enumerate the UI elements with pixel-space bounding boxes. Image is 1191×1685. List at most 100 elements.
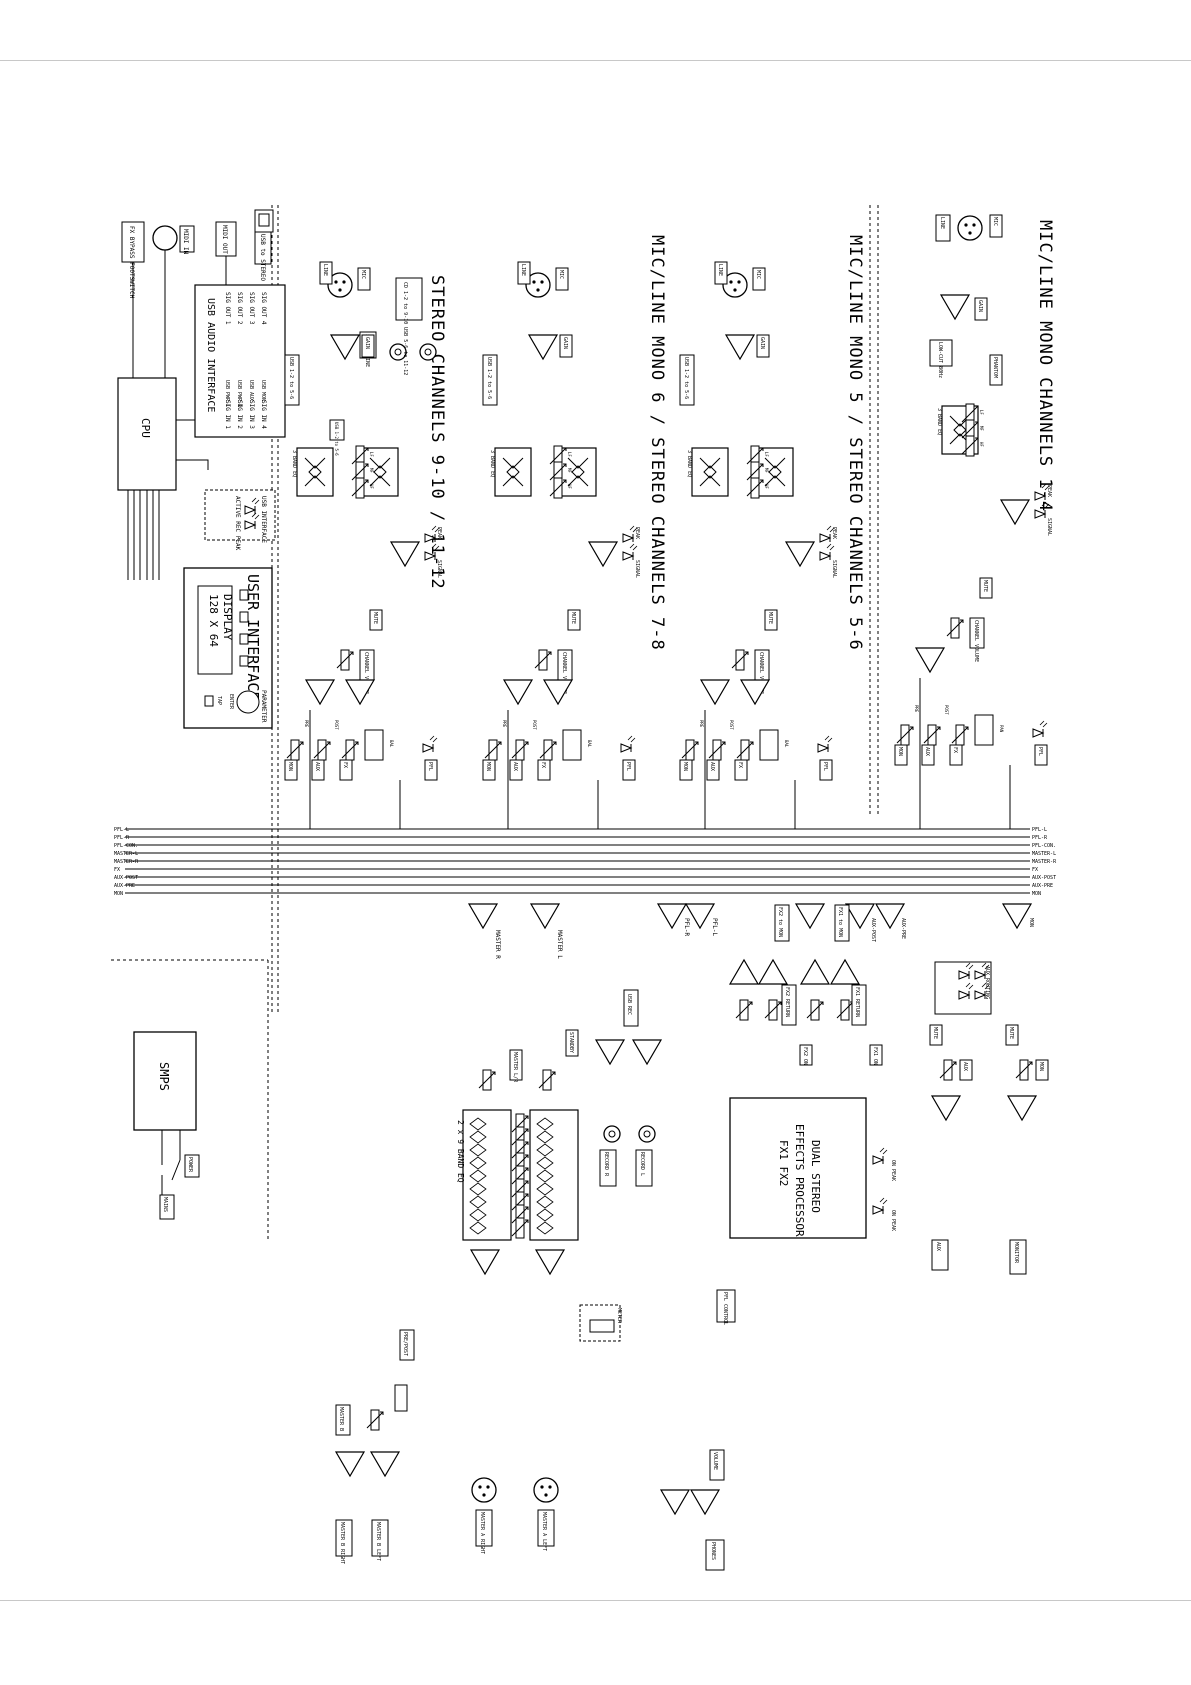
eq-band-label: LF bbox=[567, 452, 572, 457]
geq-band bbox=[536, 1169, 554, 1183]
usb-sig-out-4: SIG OUT 4 bbox=[260, 292, 267, 325]
geq-band bbox=[536, 1156, 554, 1170]
svg-text:AUX-POST: AUX-POST bbox=[870, 918, 876, 942]
monitor-label: MONITOR bbox=[1013, 1242, 1019, 1264]
fx-box-label: FX bbox=[540, 762, 546, 768]
mon-send-pot bbox=[484, 739, 502, 761]
geq-band bbox=[536, 1182, 554, 1196]
record-r-label: RECORD R bbox=[603, 1152, 609, 1177]
svg-text:MASTER L/R: MASTER L/R bbox=[512, 1052, 518, 1083]
pfl-box-label: PFL bbox=[822, 762, 828, 771]
gain-box bbox=[559, 334, 573, 358]
svg-text:PARAMETER: PARAMETER bbox=[260, 690, 267, 723]
mic-input-box-label: MIC bbox=[992, 217, 998, 226]
volume-amp bbox=[305, 679, 335, 705]
svg-text:USB to STEREO: USB to STEREO bbox=[259, 234, 266, 281]
channel-volume-pot bbox=[336, 649, 354, 671]
display-label: DISPLAY bbox=[221, 594, 234, 641]
mic-xlr-connector bbox=[957, 215, 983, 241]
usb-sig-out-2: SIG OUT 2 bbox=[236, 292, 243, 325]
signal-led bbox=[819, 543, 835, 561]
pan-label: BAL bbox=[587, 740, 592, 748]
mon-box-label: MON bbox=[897, 747, 903, 756]
svg-text:FX1 ON: FX1 ON bbox=[872, 1047, 878, 1065]
post-label: POST bbox=[532, 720, 537, 730]
line-input-box-label: LINE bbox=[322, 264, 328, 276]
usb-connector: USB to STEREO bbox=[254, 209, 274, 281]
pfl-control-label: PFL CONTROL bbox=[722, 1292, 728, 1325]
svg-text:ON PEAK: ON PEAK bbox=[890, 1210, 896, 1231]
eq-label: 3 BAND EQ bbox=[936, 408, 942, 435]
mon-box-label: MON bbox=[485, 762, 491, 771]
pfl-led bbox=[817, 735, 833, 753]
bus-label-right: PFL-L bbox=[1032, 827, 1047, 833]
pre-label: PRE bbox=[914, 705, 919, 713]
svg-text:STANDBY: STANDBY bbox=[568, 1032, 574, 1053]
mic-input-box bbox=[357, 267, 371, 291]
svg-text:FX1 to MON: FX1 to MON bbox=[837, 907, 843, 937]
section-title-mono-6: MIC/LINE MONO 6 / STEREO CHANNELS 7-8 bbox=[647, 235, 667, 651]
gain-box-label: GAIN bbox=[364, 337, 370, 349]
eq-band-label: MF bbox=[567, 468, 572, 473]
svg-text:USB REC: USB REC bbox=[626, 994, 632, 1015]
geq-band bbox=[536, 1143, 554, 1157]
phantom-box bbox=[989, 354, 1003, 386]
svg-text:USB MON: USB MON bbox=[260, 380, 266, 401]
bus-label-right: MASTER-R bbox=[1032, 859, 1057, 865]
pre-label: PRE bbox=[304, 720, 309, 728]
svg-text:MUTE: MUTE bbox=[1008, 1027, 1014, 1039]
fx-box-label: FX bbox=[952, 747, 958, 753]
peak-label: PEAK bbox=[1046, 485, 1052, 497]
mute-box-label: MUTE bbox=[982, 580, 988, 592]
gain-box bbox=[756, 334, 770, 358]
svg-text:MON: MON bbox=[1028, 918, 1034, 927]
bus-label-left: MON bbox=[114, 891, 123, 897]
svg-text:CPU: CPU bbox=[139, 418, 152, 438]
strip-wire bbox=[919, 678, 1011, 829]
eq-block bbox=[361, 447, 399, 497]
channel-volume-box bbox=[969, 617, 985, 649]
line-input-box-label: LINE bbox=[717, 264, 723, 276]
svg-text:USB PWR L: USB PWR L bbox=[224, 380, 230, 407]
mic-input-box bbox=[555, 267, 569, 291]
peak-label: PEAK bbox=[436, 527, 442, 539]
master-l-label: MASTER L bbox=[556, 930, 563, 959]
bus-label-right: MASTER-L bbox=[1032, 851, 1056, 857]
svg-text:MAINS: MAINS bbox=[162, 1197, 168, 1212]
svg-text:MASTER B LEFT: MASTER B LEFT bbox=[375, 1522, 381, 1561]
eq-label: 3 BAND EQ bbox=[291, 450, 297, 477]
mute-box bbox=[567, 609, 581, 631]
post-label: POST bbox=[729, 720, 734, 730]
fx-processor-line-1: DUAL STEREO bbox=[809, 1140, 822, 1213]
svg-text:FX2 to MON: FX2 to MON bbox=[777, 907, 783, 937]
pan-label: PAN bbox=[999, 725, 1004, 733]
fx-processor-line-3: FX1 FX2 bbox=[777, 1140, 790, 1186]
pan-box bbox=[562, 729, 582, 761]
usb-sig-in-2: SIG IN 2 bbox=[236, 400, 243, 429]
channel-volume-box-label: CHANNEL VOLUME bbox=[561, 652, 567, 694]
mon-box-label: MON bbox=[682, 762, 688, 771]
mute-box bbox=[369, 609, 383, 631]
pan-box bbox=[364, 729, 384, 761]
usb-sig-in-1: SIG IN 1 bbox=[224, 400, 231, 429]
mic-input-box-label: MIC bbox=[755, 270, 761, 279]
svg-text:POWER: POWER bbox=[187, 1157, 193, 1173]
pan-box bbox=[974, 714, 994, 746]
pan-label: BAL bbox=[389, 740, 394, 748]
geq-band bbox=[469, 1208, 487, 1222]
channel-volume-pot bbox=[946, 617, 964, 639]
bus-label-left: FX bbox=[114, 867, 120, 873]
pfl-l-label: PFL-L bbox=[711, 918, 718, 936]
pfl-box bbox=[1034, 744, 1048, 766]
mute-box-label: MUTE bbox=[372, 612, 378, 624]
mon-send-pot bbox=[896, 724, 914, 746]
usb-sig-out-1: SIG OUT 1 bbox=[224, 292, 231, 325]
eq-block bbox=[691, 447, 729, 497]
svg-text:FX BYPASS FOOTSWITCH: FX BYPASS FOOTSWITCH bbox=[128, 226, 135, 299]
aux-box-label: AUX bbox=[924, 747, 930, 756]
signal-label: SIGNAL bbox=[1046, 518, 1052, 536]
cpu-block: CPU bbox=[117, 377, 177, 491]
mon-send-pot bbox=[286, 739, 304, 761]
svg-text:ON PEAK: ON PEAK bbox=[890, 1160, 896, 1181]
